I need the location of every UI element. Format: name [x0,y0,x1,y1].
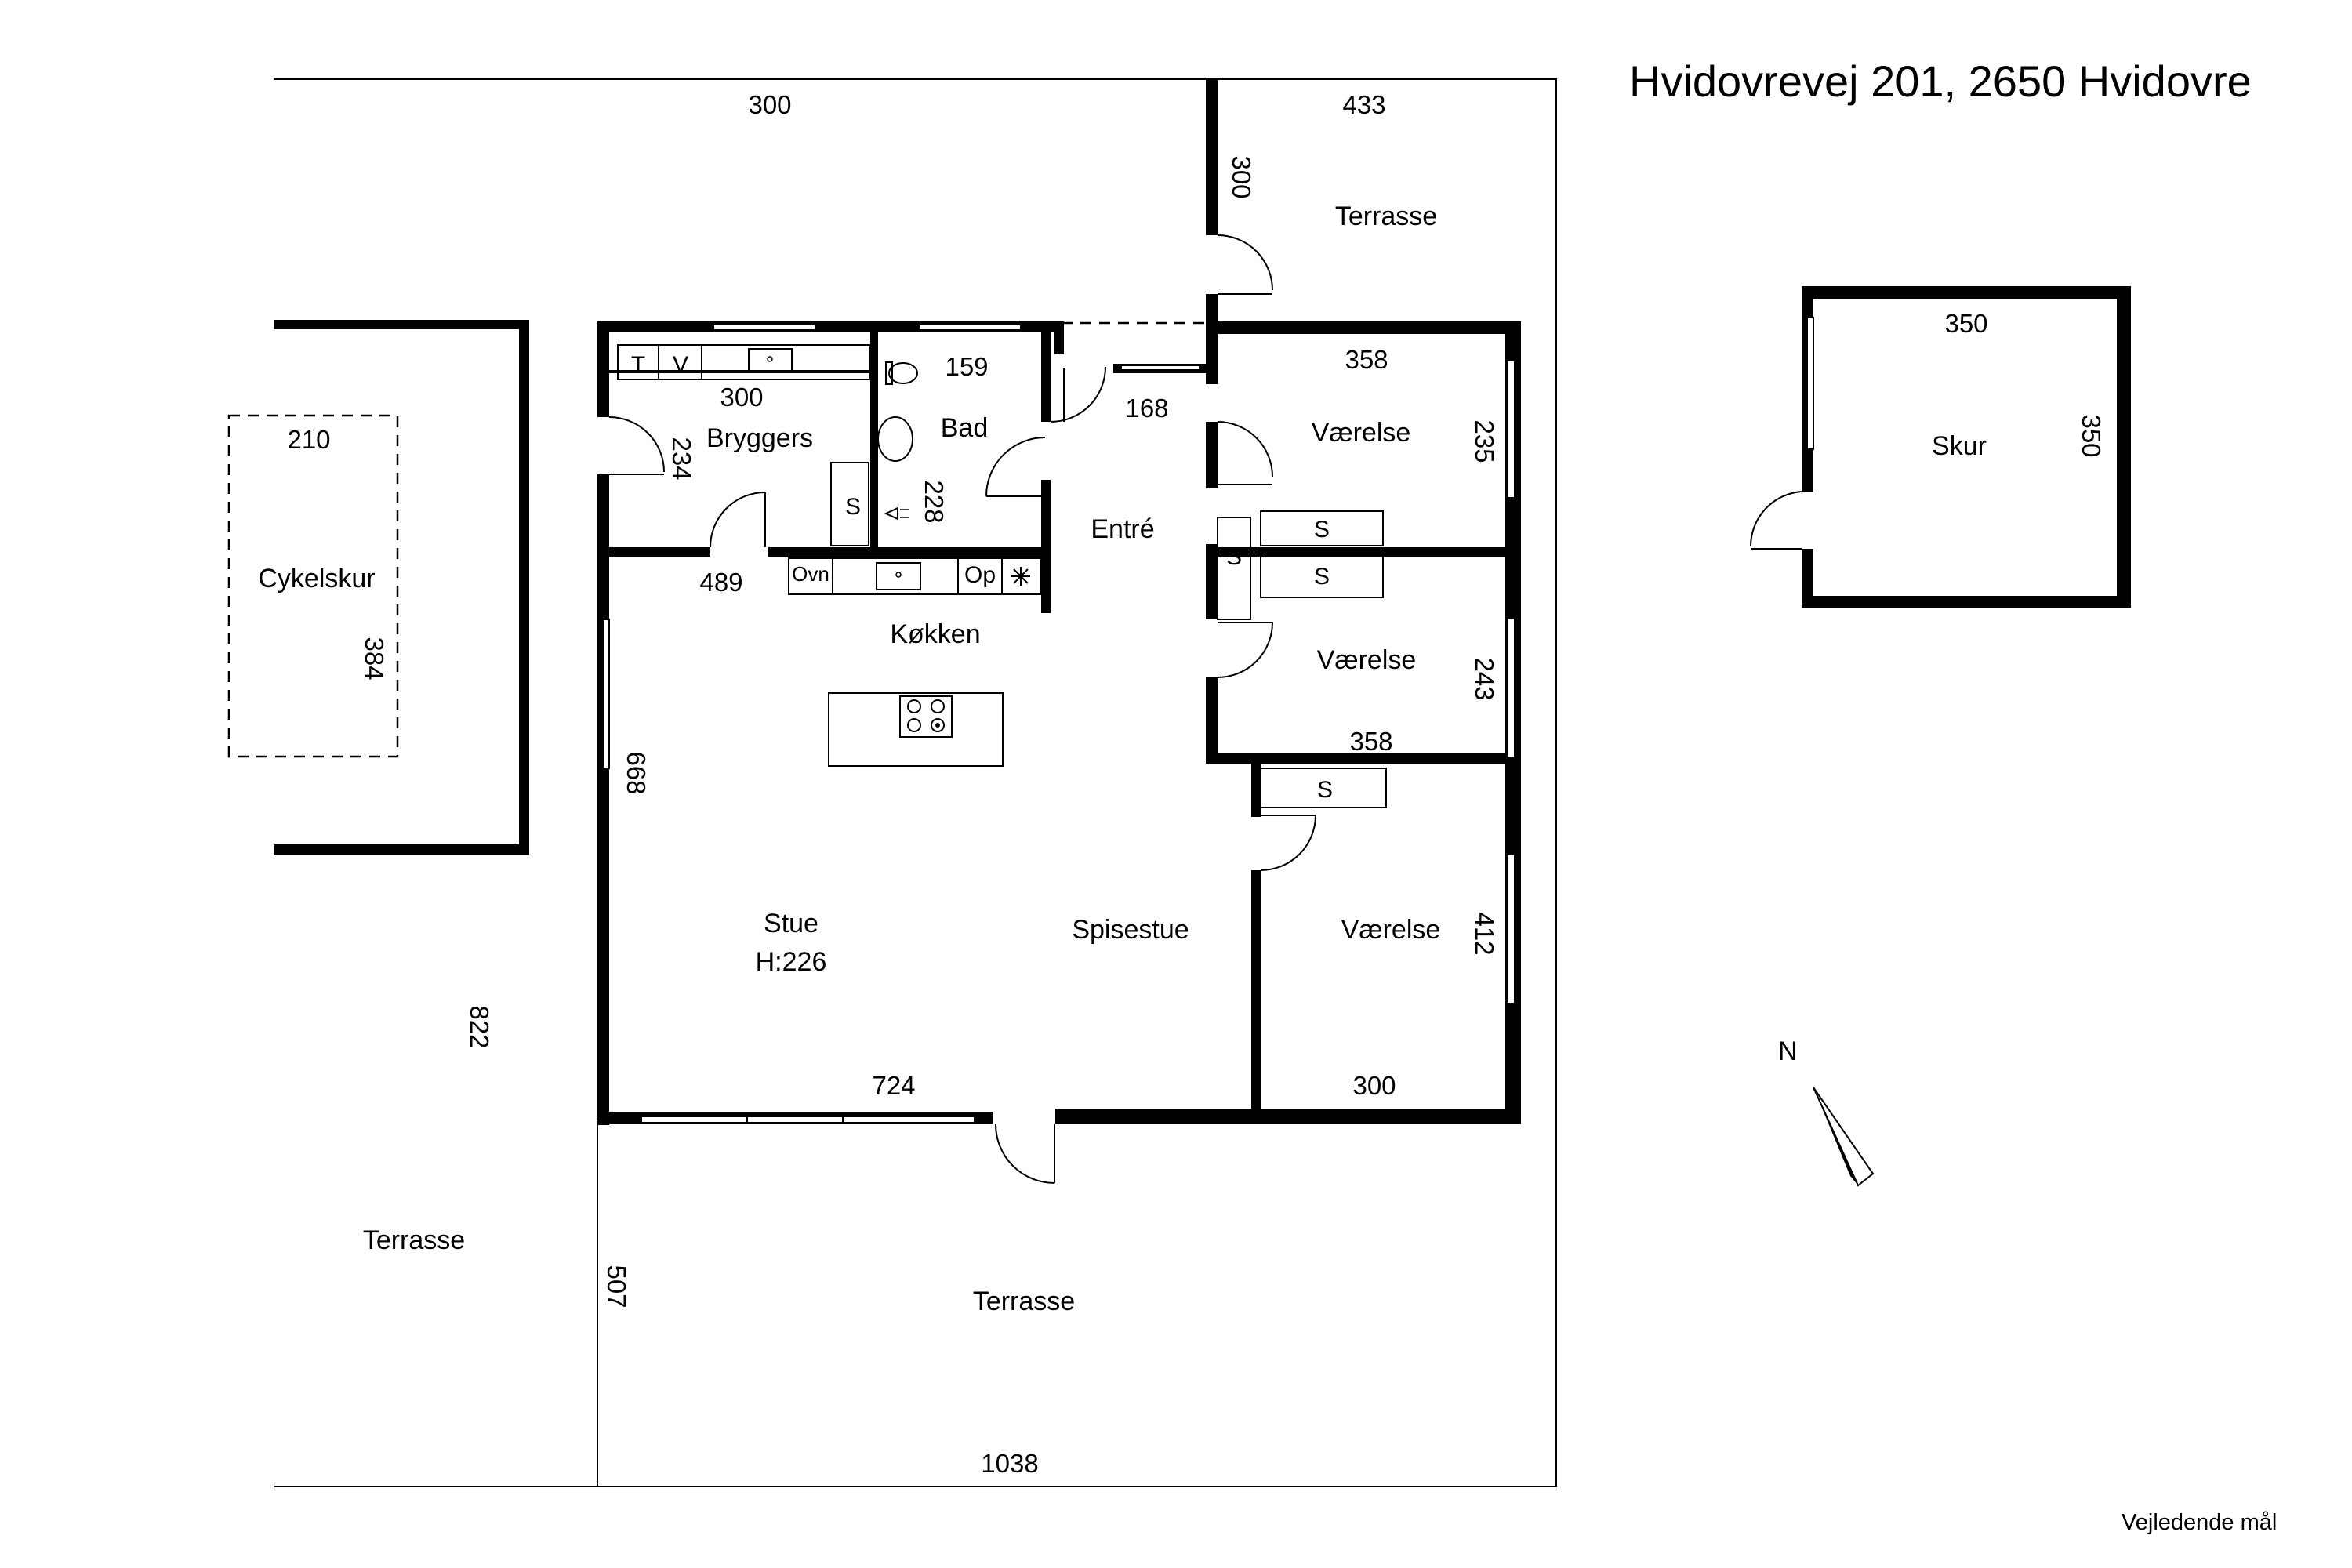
dim-vaerelse3-height: 412 [1470,912,1499,955]
dim-koekken-width: 489 [699,568,742,597]
dim-vaerelse1-height: 235 [1470,419,1499,463]
room-vaerelse-3: Værelse [1341,915,1441,945]
dim-skur-width: 350 [1944,309,1987,338]
dim-bad-width: 159 [945,352,988,381]
dim-terrasse-507: 507 [602,1265,631,1308]
dim-top-right: 433 [1342,90,1385,119]
dim-cykelskur-width: 210 [287,425,330,454]
dim-stue-width: 724 [872,1071,915,1100]
room-entre: Entré [1091,514,1154,544]
house-walls [597,78,1521,1125]
dim-vaerelse3-width: 300 [1352,1071,1396,1100]
room-terrasse-w: Terrasse [363,1225,465,1255]
cykelskur-outline [227,414,399,758]
skur [1749,286,2131,608]
room-bad: Bad [941,413,989,443]
dim-terrasse-width: 1038 [981,1449,1038,1478]
footer-note: Vejledende mål [2122,1510,2277,1535]
compass-arrow [1813,1087,1875,1187]
room-skur: Skur [1932,431,1987,461]
room-spisestue: Spisestue [1072,915,1189,945]
dim-skur-height: 350 [2077,414,2106,457]
fixture-cabinet-entre: S [1226,544,1242,570]
fixture-dishwasher: Op [964,562,996,588]
dim-terrasse-822: 822 [465,1005,494,1048]
dim-bad-height: 228 [920,480,949,523]
fixture-cabinet-vaerelse3: S [1317,777,1333,803]
dim-cykelskur-height: 384 [360,637,389,680]
room-vaerelse-2: Værelse [1317,645,1417,675]
fixture-cabinet-vaerelse2: S [1314,564,1330,590]
dim-stue-height: 668 [622,751,651,794]
dim-vertical-300: 300 [1227,155,1256,198]
fixture-cabinet-bryggers: S [845,494,861,520]
fixture-oven: Ovn [792,562,829,586]
dim-vaerelse2-width: 358 [1349,727,1392,756]
room-terrasse-s: Terrasse [973,1287,1075,1316]
terrace-outlines [274,78,1557,1487]
fixture-tumbler: T [631,352,645,378]
room-cykelskur: Cykelskur [258,564,375,593]
dim-vaerelse2-height: 243 [1470,657,1499,700]
address-title: Hvidovrevej 201, 2650 Hvidovre [1629,56,2252,106]
dim-bryggers-height: 234 [667,437,696,480]
compass-label: N [1778,1036,1798,1066]
interior-walls [608,321,1508,1113]
dim-top-left: 300 [748,90,791,119]
carport [274,320,529,855]
dim-bryggers-width: 300 [720,383,763,412]
fixtures [617,344,1387,808]
room-koekken: Køkken [890,619,980,649]
fixture-washer: V [673,352,688,378]
fixture-cabinet-vaerelse1: S [1314,517,1330,543]
dim-vaerelse1-width: 358 [1345,345,1388,374]
room-bryggers: Bryggers [706,423,813,453]
room-stue: Stue [764,909,818,938]
room-terrasse-ne: Terrasse [1335,201,1437,231]
room-stue-height: H:226 [756,947,827,977]
room-vaerelse-1: Værelse [1312,418,1411,448]
doors[interactable] [608,234,1316,1184]
dim-entre-width: 168 [1125,394,1168,423]
